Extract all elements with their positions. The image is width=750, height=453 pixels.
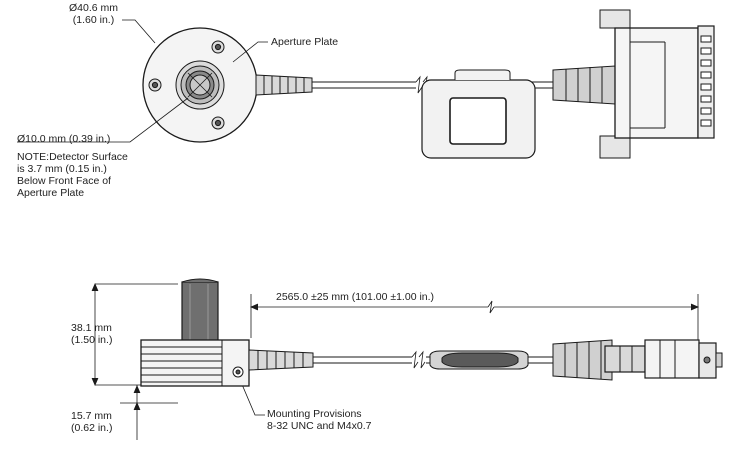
note-line: Below Front Face of	[17, 175, 111, 187]
side-strain-relief	[248, 349, 314, 371]
note-line: Aperture Plate	[17, 187, 85, 199]
mounting-provisions-label: Mounting Provisions 8-32 UNC and M4x0.7	[267, 408, 371, 432]
mounting-line: Mounting Provisions	[267, 408, 362, 420]
mounting-line: 8-32 UNC and M4x0.7	[267, 420, 372, 432]
height-mm: 38.1 mm	[71, 322, 112, 334]
connector-pin-icon	[700, 35, 712, 127]
height-label: 38.1 mm (1.50 in.)	[71, 322, 112, 346]
side-connector	[552, 339, 723, 381]
top-connector	[552, 9, 715, 159]
base-height-inch: (0.62 in.)	[71, 422, 113, 434]
base-height-mm: 15.7 mm	[71, 410, 112, 422]
top-view-sensor-head	[142, 27, 258, 143]
base-height-label: 15.7 mm (0.62 in.)	[71, 410, 112, 434]
side-cable	[313, 350, 553, 370]
top-strain-relief	[255, 74, 313, 96]
top-ferrite-block	[421, 69, 536, 159]
screw-icon	[148, 40, 225, 130]
top-leader-lines	[17, 19, 268, 143]
detector-note: NOTE:Detector Surface is 3.7 mm (0.15 in…	[17, 151, 128, 199]
side-view-dimension-lines	[91, 282, 700, 440]
outer-diameter-mm: Ø40.6 mm	[69, 2, 119, 14]
note-line: NOTE:Detector Surface	[17, 151, 128, 163]
cable-length-label: 2565.0 ±25 mm (101.00 ±1.00 in.)	[276, 291, 435, 303]
aperture-plate-label: Aperture Plate	[271, 36, 339, 48]
side-view-sensor-head	[140, 278, 250, 387]
outer-diameter-label: Ø40.6 mm (1.60 in.)	[69, 2, 118, 26]
aperture-diameter-label: Ø10.0 mm (0.39 in.)	[17, 133, 111, 145]
outer-diameter-inch: (1.60 in.)	[72, 14, 115, 26]
height-inch: (1.50 in.)	[71, 334, 113, 346]
note-line: is 3.7 mm (0.15 in.)	[17, 163, 107, 175]
